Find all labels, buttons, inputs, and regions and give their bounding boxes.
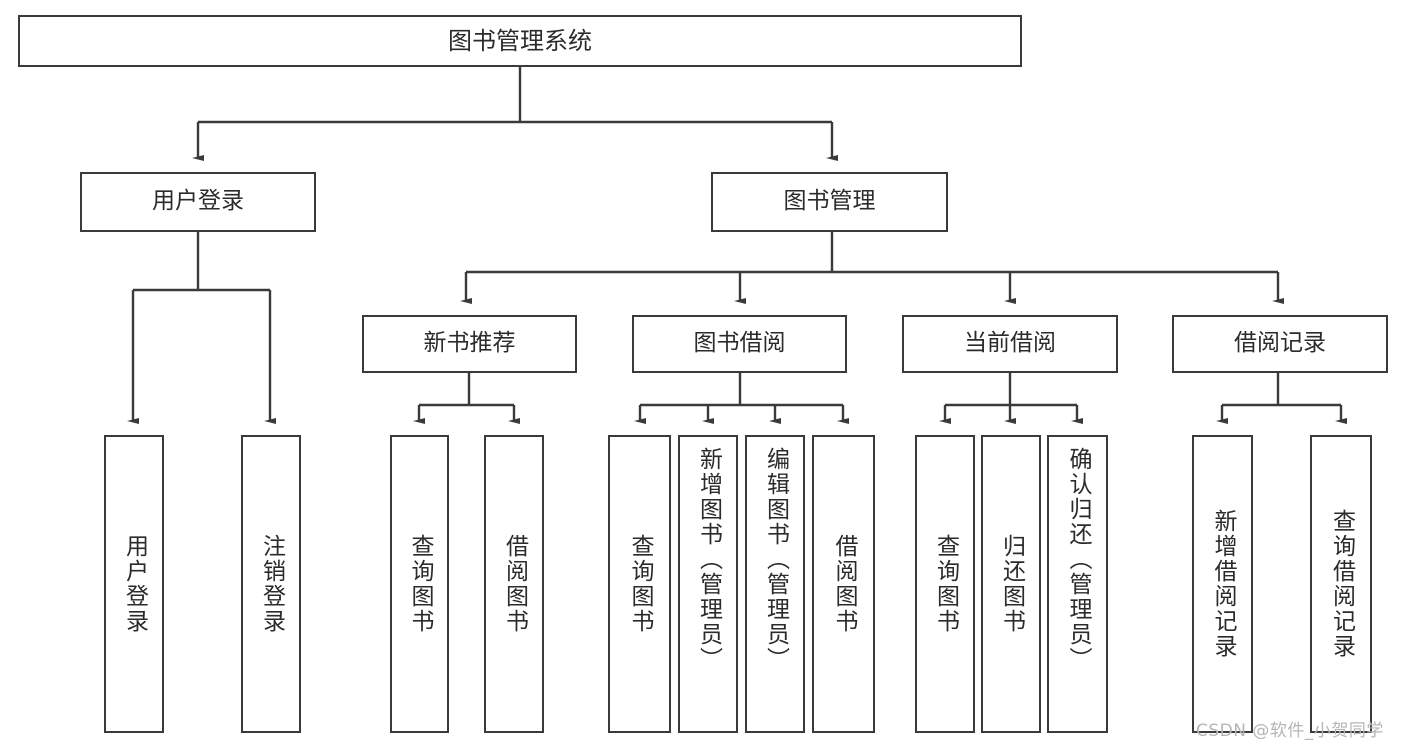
node-book-borrow[interactable]: 图书借阅 <box>632 315 847 373</box>
node-label: 借阅图书 <box>501 534 528 634</box>
node-label: 图书管理系统 <box>448 26 592 55</box>
node-label: 借阅图书 <box>831 534 857 634</box>
node-label: 用户登录 <box>121 534 148 634</box>
node-label: 借阅记录 <box>1234 330 1326 357</box>
leaf-current-query-book[interactable]: 查询图书 <box>915 435 975 733</box>
node-current-borrow[interactable]: 当前借阅 <box>902 315 1118 373</box>
leaf-borrow-add-book[interactable]: 新增图书（管理员） <box>678 435 738 733</box>
csdn-watermark: CSDN @软件_小贺同学 <box>1196 721 1384 741</box>
leaf-borrow-edit-book[interactable]: 编辑图书（管理员） <box>745 435 805 733</box>
node-new-book-recommend[interactable]: 新书推荐 <box>362 315 577 373</box>
node-label: 图书管理 <box>783 188 876 215</box>
node-user-login[interactable]: 用户登录 <box>80 172 316 232</box>
node-label: 新增借阅记录 <box>1210 509 1236 659</box>
node-label: 确认归还（管理员） <box>1065 447 1091 672</box>
leaf-new-book-query[interactable]: 查询图书 <box>390 435 449 733</box>
node-label: 编辑图书（管理员） <box>762 447 789 672</box>
node-label: 新增图书（管理员） <box>695 447 722 672</box>
node-borrow-records[interactable]: 借阅记录 <box>1172 315 1388 373</box>
leaf-current-return-book[interactable]: 归还图书 <box>981 435 1041 733</box>
leaf-borrow-query-book[interactable]: 查询图书 <box>608 435 671 733</box>
node-label: 用户登录 <box>152 188 244 215</box>
node-label: 归还图书 <box>998 534 1025 634</box>
leaf-user-login[interactable]: 用户登录 <box>104 435 164 733</box>
node-label: 当前借阅 <box>964 330 1056 357</box>
node-label: 查询图书 <box>932 534 959 634</box>
leaf-records-query-record[interactable]: 查询借阅记录 <box>1310 435 1372 733</box>
node-label: 查询图书 <box>627 534 653 634</box>
leaf-new-book-borrow[interactable]: 借阅图书 <box>484 435 544 733</box>
leaf-records-add-record[interactable]: 新增借阅记录 <box>1192 435 1253 733</box>
node-label: 图书借阅 <box>693 330 786 357</box>
node-label: 新书推荐 <box>423 330 516 357</box>
leaf-borrow-borrow-book[interactable]: 借阅图书 <box>812 435 875 733</box>
node-label: 注销登录 <box>258 534 285 634</box>
node-label: 查询借阅记录 <box>1328 509 1355 659</box>
leaf-current-confirm-return[interactable]: 确认归还（管理员） <box>1047 435 1108 733</box>
leaf-logout-login[interactable]: 注销登录 <box>241 435 301 733</box>
node-root-system[interactable]: 图书管理系统 <box>18 15 1022 67</box>
node-label: 查询图书 <box>407 534 433 634</box>
node-book-management[interactable]: 图书管理 <box>711 172 948 232</box>
